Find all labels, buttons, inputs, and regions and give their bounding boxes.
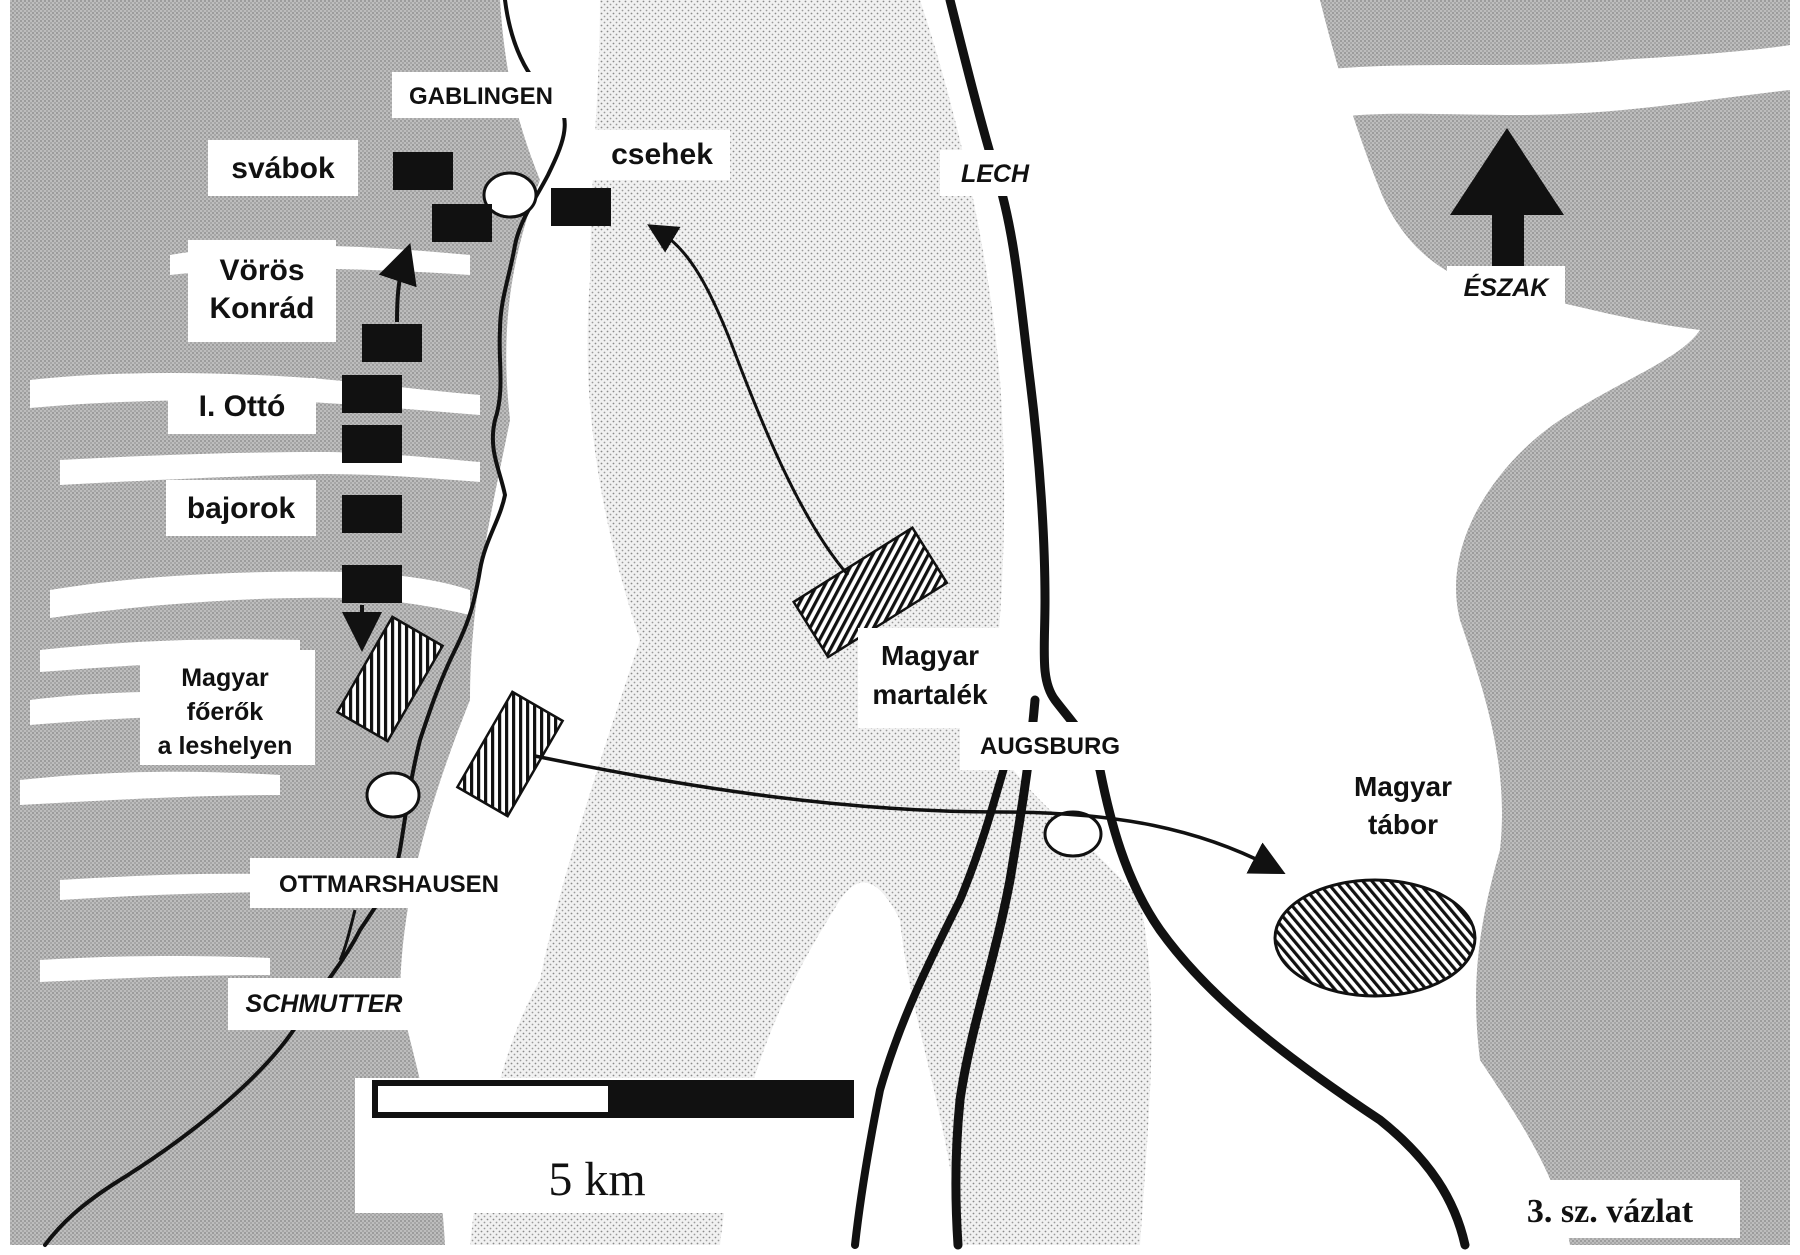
north-label-box [1447,266,1565,308]
martalek-raid-arrow [647,224,850,576]
force-label-voros-2: Konrád [210,292,315,325]
north-label: ÉSZAK [1464,273,1551,302]
terrain-east [1320,0,1790,1245]
magyar-tabor-camp [1273,878,1477,998]
place-label-augsburg: AUGSBURG [980,733,1120,760]
force-label-martalek-2: martalék [872,679,988,710]
force-label-otto: I. Ottó [199,390,286,423]
river-label-schmutter: SCHMUTTER [246,990,403,1018]
magyar-foerok-unit-1 [335,615,445,743]
river-label-lech: LECH [961,160,1030,188]
force-label-tabor-1: Magyar [1354,771,1452,802]
scale-label: 5 km [548,1153,645,1206]
route-to-camp-arrow [534,754,1286,874]
force-label-magyar-foerok-2: főerők [187,698,264,726]
force-label-csehek: csehek [611,138,713,171]
force-label-svabok: svábok [231,152,335,185]
force-label-magyar-foerok-3: a leshelyen [158,732,293,760]
place-label-ottmarshausen: OTTMARSHAUSEN [279,871,499,898]
town-augsburg-marker [1043,810,1103,858]
place-label-gablingen: GABLINGEN [409,83,553,110]
map-caption: 3. sz. vázlat [1527,1193,1694,1230]
force-label-bajorok: bajorok [187,492,296,525]
river-lech-branch [951,695,1040,1250]
german-army-blocks [342,152,611,603]
river-lech [945,0,1470,1250]
east-white-band [1320,45,1790,120]
town-gablingen-marker [482,171,538,219]
river-schmutter-branch [338,909,357,961]
town-ottmarshausen-marker [365,771,421,819]
force-label-magyar-foerok-1: Magyar [181,664,269,692]
magyar-foerok-unit-2 [455,690,565,818]
force-label-voros-1: Vörös [219,254,304,287]
north-arrow: ÉSZAK [1447,128,1565,308]
force-label-martalek-1: Magyar [881,640,979,671]
force-label-tabor-2: tábor [1368,809,1438,840]
scale-bar: 5 km [372,1080,854,1206]
terrain-west [10,0,540,1245]
vorös-konrad-arrow [378,243,417,323]
magyar-martalek-unit [791,526,949,659]
